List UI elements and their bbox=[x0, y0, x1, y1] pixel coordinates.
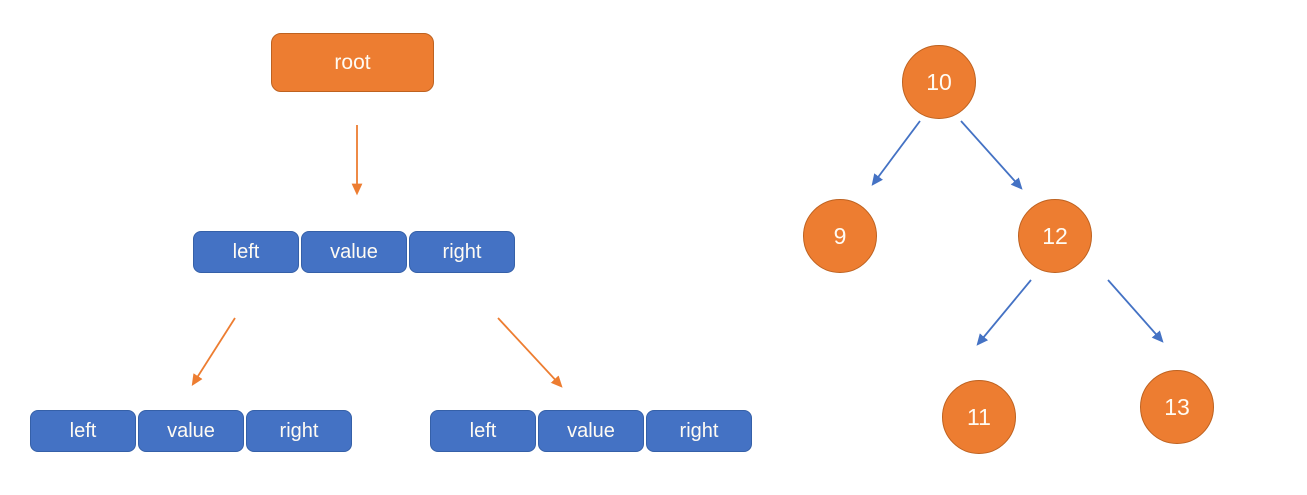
struct-cell-right: right bbox=[246, 410, 352, 452]
root-node: root bbox=[271, 33, 434, 92]
struct-cell-left: left bbox=[30, 410, 136, 452]
struct-cell-left: left bbox=[430, 410, 536, 452]
struct-cell-left: left bbox=[193, 231, 299, 273]
struct-node-parent: left value right bbox=[193, 231, 515, 273]
struct-cell-right: right bbox=[646, 410, 752, 452]
struct-node-right-child: left value right bbox=[430, 410, 752, 452]
tree-node-13: 13 bbox=[1140, 370, 1214, 444]
edge-10-to-9 bbox=[871, 120, 921, 186]
tree-node-10: 10 bbox=[902, 45, 976, 119]
edge-10-to-12 bbox=[960, 120, 1023, 190]
edge-12-to-13 bbox=[1107, 279, 1164, 343]
edge-parent-to-right-child bbox=[497, 317, 563, 388]
edge-12-to-11 bbox=[976, 279, 1032, 346]
struct-cell-value: value bbox=[301, 231, 407, 273]
tree-node-12: 12 bbox=[1018, 199, 1092, 273]
tree-node-9: 9 bbox=[803, 199, 877, 273]
tree-node-11: 11 bbox=[942, 380, 1016, 454]
struct-cell-value: value bbox=[138, 410, 244, 452]
root-node-label: root bbox=[334, 50, 371, 74]
struct-cell-right: right bbox=[409, 231, 515, 273]
struct-cell-value: value bbox=[538, 410, 644, 452]
struct-node-left-child: left value right bbox=[30, 410, 352, 452]
edge-parent-to-left-child bbox=[191, 317, 236, 386]
